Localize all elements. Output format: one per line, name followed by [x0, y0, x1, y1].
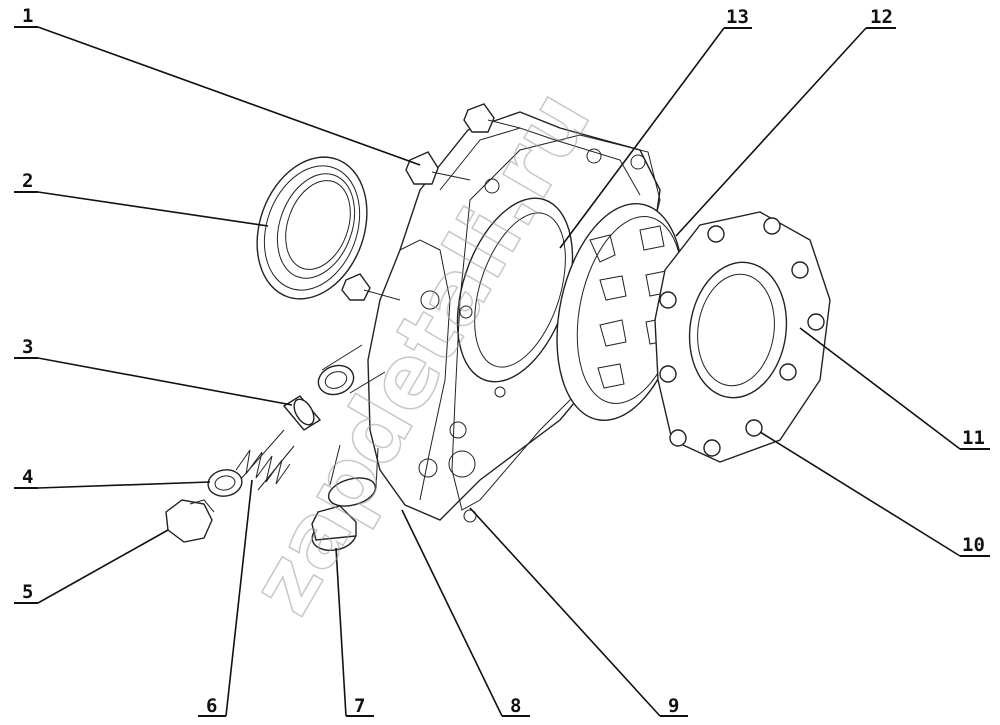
- callout-label-3: 3: [22, 336, 33, 358]
- callout-label-7: 7: [354, 695, 365, 717]
- callout-label-11: 11: [962, 427, 985, 449]
- housing-bolts: [341, 103, 521, 301]
- callout-label-12: 12: [870, 6, 893, 28]
- bypass-valve-parts: [165, 395, 322, 543]
- callout-label-1: 1: [22, 5, 33, 27]
- pump-housing: [317, 111, 661, 521]
- callout-label-9: 9: [668, 695, 679, 717]
- leader-lines: [14, 26, 990, 717]
- callout-labels: 1 2 3 4 5 6 7 8 9 10 11 12 13: [22, 5, 985, 717]
- gasket: [451, 134, 661, 523]
- callout-label-8: 8: [510, 695, 521, 717]
- oil-seal-ring: [256, 156, 368, 300]
- callout-label-13: 13: [726, 6, 749, 28]
- callout-label-6: 6: [206, 695, 217, 717]
- callout-label-4: 4: [22, 466, 33, 488]
- callout-label-5: 5: [22, 581, 33, 603]
- callout-label-10: 10: [962, 534, 985, 556]
- callout-label-2: 2: [22, 170, 33, 192]
- drain-plug: [311, 505, 357, 552]
- cover-plate: [654, 211, 831, 463]
- cover-bolts: [659, 217, 825, 457]
